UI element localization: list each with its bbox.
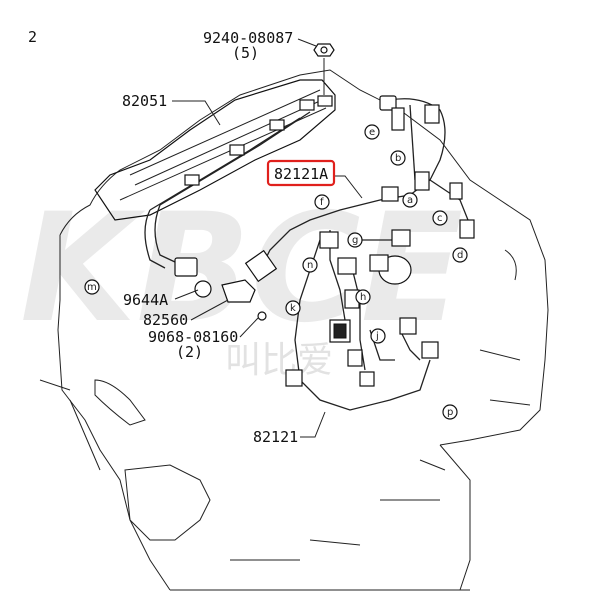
callout-d: d (452, 247, 468, 263)
svg-text:b: b (395, 153, 401, 164)
svg-text:j: j (375, 331, 379, 342)
label-clip: 9644A (123, 291, 168, 309)
engine-block-outline (57, 69, 549, 591)
label-bolt-qty: (2) (176, 343, 203, 361)
svg-text:a: a (407, 195, 413, 206)
svg-text:h: h (360, 292, 366, 303)
callout-g: g (347, 232, 363, 248)
callout-b: b (390, 150, 406, 166)
label-bolt: 9068-08160 (148, 328, 238, 346)
callout-h: h (355, 289, 371, 305)
leader-lines (172, 38, 363, 438)
callout-k: k (285, 300, 301, 316)
highlight-box (266, 159, 336, 187)
callout-f: f (314, 194, 330, 210)
callout-a: a (402, 192, 418, 208)
main-harness (244, 95, 475, 411)
svg-text:c: c (437, 213, 443, 224)
svg-text:f: f (320, 197, 324, 208)
label-highlighted-part: 82121A (274, 165, 328, 183)
label-top-nut: 9240-08087 (203, 29, 293, 47)
top-nut (313, 43, 335, 107)
svg-text:n: n (307, 260, 313, 271)
callout-j: j (370, 328, 386, 344)
label-plug-cord: 82051 (122, 92, 167, 110)
engine-lower-outline (94, 379, 471, 591)
callout-p: p (442, 404, 458, 420)
cam-sensor (194, 279, 267, 321)
cylinder-head-cover (94, 79, 336, 221)
label-sensor: 82560 (143, 311, 188, 329)
circle-callouts: e b f a c g d n h j k m p (84, 124, 468, 420)
plug-cord-bundle (144, 99, 315, 277)
callout-c: c (432, 210, 448, 226)
callout-m: m (84, 279, 100, 295)
callout-n: n (302, 257, 318, 273)
label-harness: 82121 (253, 428, 298, 446)
svg-text:p: p (447, 407, 453, 418)
label-top-nut-qty: (5) (232, 44, 259, 62)
svg-text:k: k (290, 303, 296, 314)
svg-text:g: g (352, 235, 358, 246)
page-marker: 2 (28, 28, 37, 46)
svg-text:e: e (369, 127, 375, 138)
svg-text:m: m (87, 282, 97, 293)
callout-e: e (364, 124, 380, 140)
svg-text:d: d (457, 250, 463, 261)
engine-detail-lines (39, 249, 531, 561)
watermark-subtext: 叫比爱 (225, 340, 333, 381)
